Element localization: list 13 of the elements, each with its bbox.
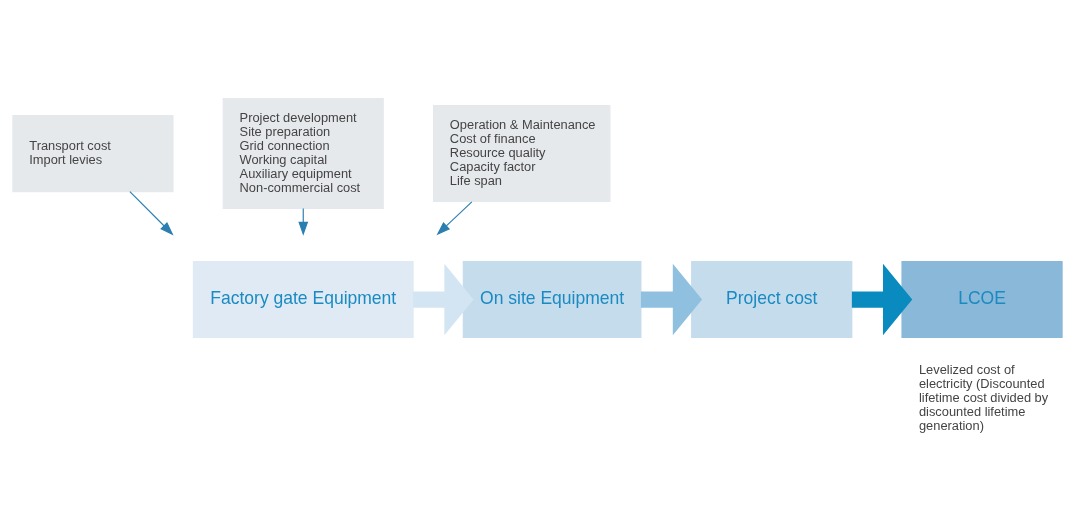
arrow <box>436 200 473 235</box>
node-box: Transport cost Import levies <box>12 114 174 192</box>
arrow <box>129 190 174 235</box>
node-label: Levelized cost of electricity (Discounted lifetime cost divided by discounted lifetime generation) <box>918 361 1049 433</box>
node-box: Project cost <box>691 260 853 338</box>
arrow <box>413 263 474 335</box>
node-box: LCOE <box>901 260 1063 338</box>
node-box: On site Equipment <box>462 260 642 338</box>
node-box: Operation & Maintenance Cost of finance Resource quality Capacity factor Life span <box>432 104 611 202</box>
arrow <box>640 263 703 335</box>
arrow <box>851 263 913 335</box>
node-box: Factory gate Equipment <box>192 260 414 338</box>
node-box: Project development Site preparation Grid connection Working capital Auxiliary equipment Non-commercial cost <box>222 97 384 209</box>
